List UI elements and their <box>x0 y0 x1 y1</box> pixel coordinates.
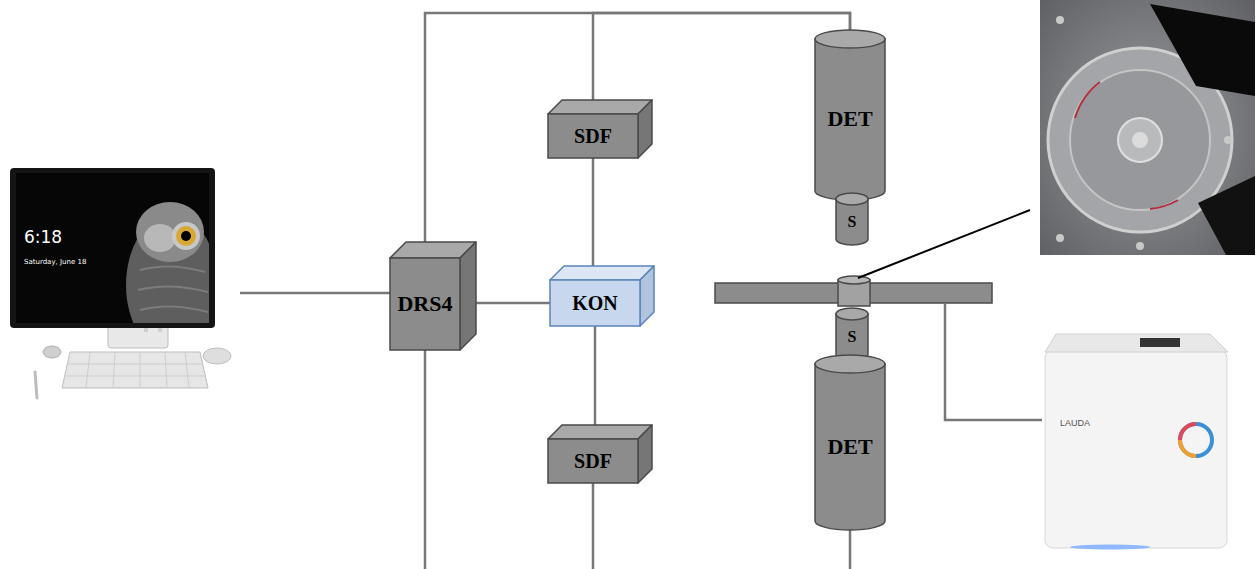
node-label: S <box>848 213 857 231</box>
screen-date: Saturday, June 18 <box>24 258 86 266</box>
status-ring <box>1180 440 1196 456</box>
red-mark <box>1075 82 1100 118</box>
brand-logo-holder: LAUDA <box>1060 412 1090 430</box>
dial <box>43 346 61 358</box>
owl-picture <box>126 202 209 323</box>
cube-front <box>390 258 460 350</box>
screw <box>1056 234 1064 242</box>
cylinder-body <box>836 199 868 245</box>
cube-side <box>638 425 652 483</box>
detector-cylinder: DET <box>815 355 885 530</box>
owl-feathers <box>138 266 208 312</box>
cylinder-body <box>836 314 868 360</box>
scintillator-cylinder: S <box>836 193 868 245</box>
cylinder-top <box>836 193 868 205</box>
cube-top <box>548 100 652 114</box>
scintillator-cylinder: S <box>836 308 868 360</box>
wire-stub <box>424 350 427 569</box>
signal-wire <box>593 13 850 100</box>
screw <box>1056 16 1064 24</box>
photo-background <box>1040 0 1255 255</box>
discriminator-box: SDF <box>548 425 652 483</box>
cylinder-body <box>815 39 885 200</box>
sample <box>1132 132 1148 148</box>
status-ring <box>1180 424 1196 440</box>
screw <box>1224 136 1232 144</box>
coincidence-box: KON <box>550 266 654 326</box>
signal-wire <box>592 158 595 266</box>
thermostat-display <box>1140 338 1180 347</box>
cube-front <box>550 280 640 326</box>
cable <box>240 292 390 295</box>
cylinder-top <box>815 30 885 48</box>
node-label: S <box>848 328 857 346</box>
sample-well <box>1118 118 1162 162</box>
thermostat-lid <box>1045 334 1228 352</box>
sample-holder-top <box>838 276 870 284</box>
holder-ring <box>1070 70 1210 210</box>
wire-stub <box>849 530 852 569</box>
cooling-line <box>945 303 1042 420</box>
owl-face <box>172 222 200 250</box>
mouse <box>203 348 231 364</box>
screen-clock-holder: 6:18 <box>24 228 62 247</box>
black-tape <box>1198 176 1255 255</box>
cylinder-top <box>836 308 868 320</box>
red-mark <box>1150 200 1178 209</box>
cylinder-top <box>815 355 885 373</box>
thermostat-illustration <box>1045 334 1228 550</box>
cube-top <box>550 266 654 280</box>
cube-front <box>548 114 638 158</box>
cube-side <box>638 100 652 158</box>
brand-logo: LAUDA <box>1060 418 1090 428</box>
cylinder-body <box>815 364 885 530</box>
leader-line <box>858 210 1030 278</box>
thermostat-body <box>1045 350 1227 548</box>
screen-clock: 6:18 <box>24 227 62 247</box>
wire-stub <box>592 483 595 569</box>
cube-side <box>640 266 654 326</box>
node-label: SDF <box>574 125 612 147</box>
sample-photo <box>1040 0 1255 255</box>
detector-cylinder: DET <box>815 30 885 200</box>
status-light <box>1070 545 1150 550</box>
signal-wire <box>425 13 850 242</box>
keyboard <box>62 352 208 388</box>
cube-top <box>548 425 652 439</box>
owl-face <box>144 224 176 252</box>
computer-illustration <box>10 168 231 398</box>
node-label: DET <box>827 435 872 459</box>
owl-pupil <box>181 231 191 241</box>
status-ring <box>1180 424 1212 456</box>
digitizer-box: DRS4 <box>390 242 476 350</box>
screw <box>1136 242 1144 250</box>
owl-eye <box>176 226 196 246</box>
cube-side <box>460 242 476 350</box>
signal-wire <box>476 302 550 305</box>
cube-front <box>548 439 638 483</box>
node-label: DET <box>827 107 872 131</box>
node-label: KON <box>572 292 618 314</box>
node-label: DRS4 <box>397 292 452 316</box>
pen <box>35 372 37 398</box>
black-tape <box>1150 4 1255 96</box>
signal-wire <box>594 326 597 425</box>
keyboard-keys <box>66 352 205 388</box>
screen-date-holder: Saturday, June 18 <box>24 250 86 268</box>
owl-head <box>136 202 204 262</box>
discriminator-box: SDF <box>548 100 652 158</box>
node-label: SDF <box>574 450 612 472</box>
